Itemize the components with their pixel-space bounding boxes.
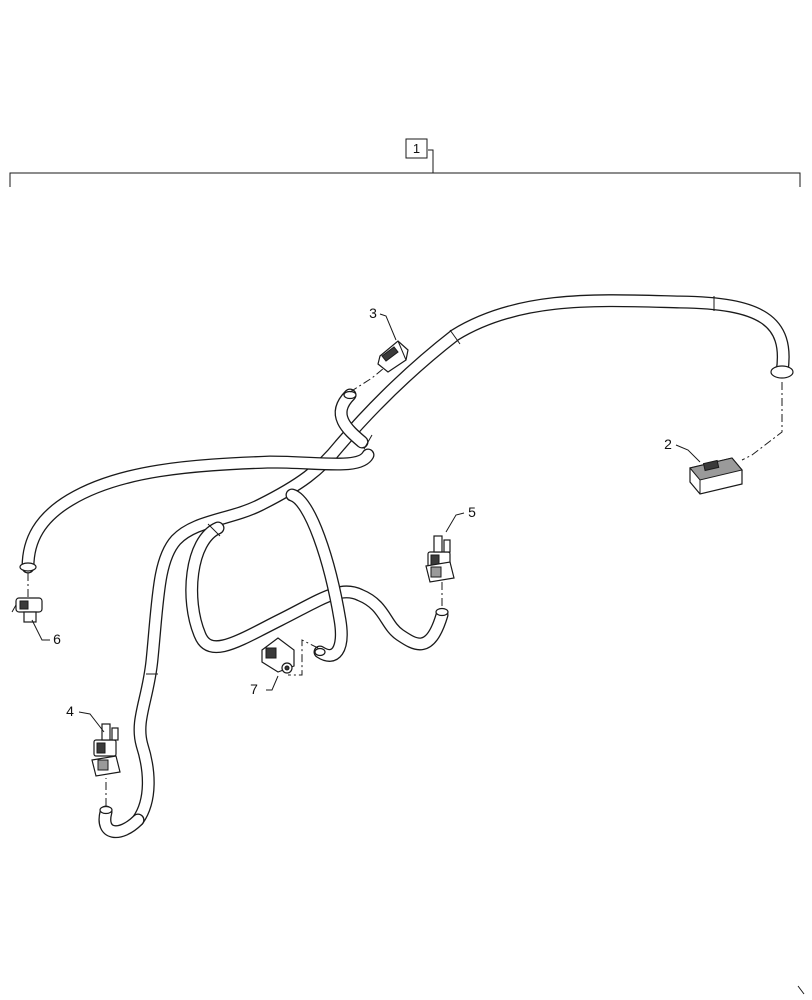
connector-3 <box>377 313 409 373</box>
main-trunk-wire <box>131 294 790 827</box>
assembly-callout-box <box>405 138 428 159</box>
connector-7 <box>261 637 295 691</box>
connector-5 <box>425 512 465 583</box>
assembly-bracket: 1 <box>9 138 801 187</box>
corner-mark <box>797 985 805 995</box>
assembly-dash-lines <box>27 367 783 806</box>
callout-label-4: 4 <box>66 703 74 719</box>
harness-wires <box>19 294 794 839</box>
callout-labels: 2 3 4 5 6 7 <box>53 305 672 719</box>
callout-label-6: 6 <box>53 631 61 647</box>
connector-2 <box>675 444 743 495</box>
assembly-callout-label: 1 <box>413 141 420 156</box>
connector-6 <box>11 597 50 641</box>
callout-label-2: 2 <box>664 436 672 452</box>
callout-label-7: 7 <box>250 681 258 697</box>
connector-4 <box>78 711 121 777</box>
callout-label-3: 3 <box>369 305 377 321</box>
callout-label-5: 5 <box>468 504 476 520</box>
